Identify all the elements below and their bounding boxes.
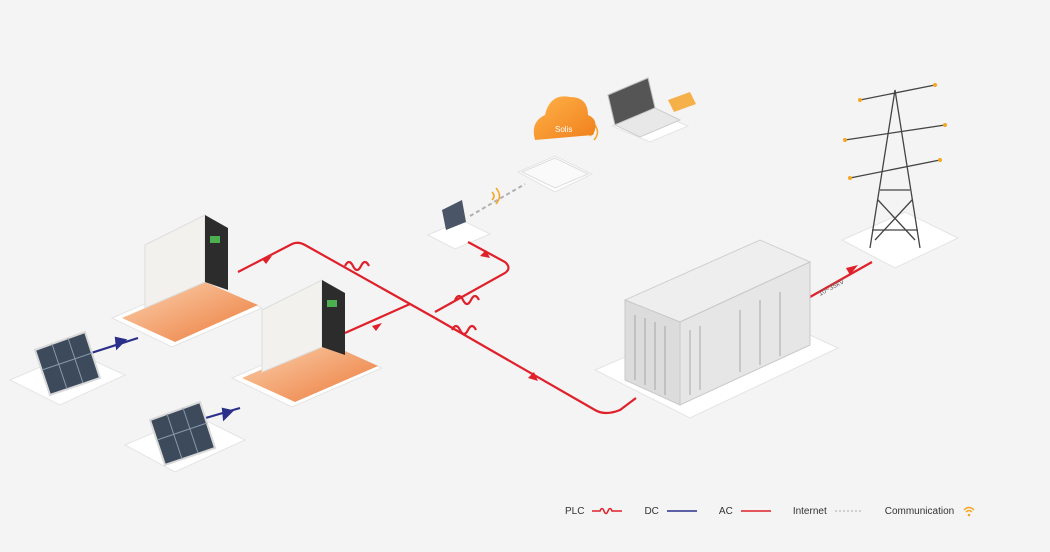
legend-label: Internet bbox=[792, 505, 827, 517]
legend-plc: PLC bbox=[565, 505, 623, 517]
internet-line bbox=[469, 183, 526, 217]
legend: PLC DC AC Internet Communication bbox=[565, 505, 998, 517]
legend-dc: DC bbox=[644, 505, 697, 517]
ac-line-grid bbox=[809, 261, 873, 298]
plc-squiggle-1 bbox=[344, 260, 370, 272]
voltage-label: 10~35kV bbox=[818, 278, 846, 297]
wifi-swatch-icon bbox=[963, 506, 975, 517]
legend-label: AC bbox=[718, 505, 733, 517]
arrow-icon bbox=[480, 250, 490, 258]
solar-panel-1 bbox=[33, 330, 102, 397]
arrow-icon bbox=[372, 323, 382, 331]
ac-line-logger bbox=[434, 241, 510, 313]
cloud-logo-text: Solis bbox=[555, 125, 572, 134]
inverter-2 bbox=[242, 279, 378, 402]
cloud: Solis bbox=[533, 96, 596, 140]
transmission-tower bbox=[843, 83, 947, 249]
internet-swatch-icon bbox=[834, 510, 863, 512]
plc-squiggle-3 bbox=[451, 324, 477, 336]
dc-swatch-icon bbox=[666, 510, 697, 512]
legend-internet: Internet bbox=[793, 506, 863, 517]
solar-panel-2 bbox=[148, 400, 217, 467]
legend-label: Communication bbox=[884, 505, 955, 517]
plc-squiggle-2 bbox=[454, 294, 480, 306]
legend-label: PLC bbox=[565, 505, 585, 517]
ac-line-main bbox=[434, 317, 637, 415]
dc-wires bbox=[87, 336, 241, 426]
router bbox=[520, 157, 590, 189]
ac-arrows bbox=[262, 250, 858, 381]
arrow-icon bbox=[528, 372, 538, 381]
ac-wires bbox=[237, 241, 873, 415]
legend-label: DC bbox=[644, 505, 659, 517]
ac-line-inverter-1 bbox=[237, 241, 436, 319]
ac-line-inverter-2 bbox=[344, 302, 411, 335]
arrow-icon bbox=[846, 265, 858, 275]
legend-ac: AC bbox=[719, 506, 771, 517]
arrow-icon bbox=[262, 256, 272, 264]
data-logger bbox=[442, 200, 466, 230]
inverter-1 bbox=[122, 214, 258, 342]
legend-communication: Communication bbox=[885, 505, 976, 517]
transformer-station bbox=[623, 239, 812, 406]
laptop bbox=[607, 77, 682, 138]
ac-swatch-icon bbox=[740, 510, 771, 512]
phone bbox=[668, 92, 696, 112]
plc-swatch-icon bbox=[592, 507, 623, 515]
